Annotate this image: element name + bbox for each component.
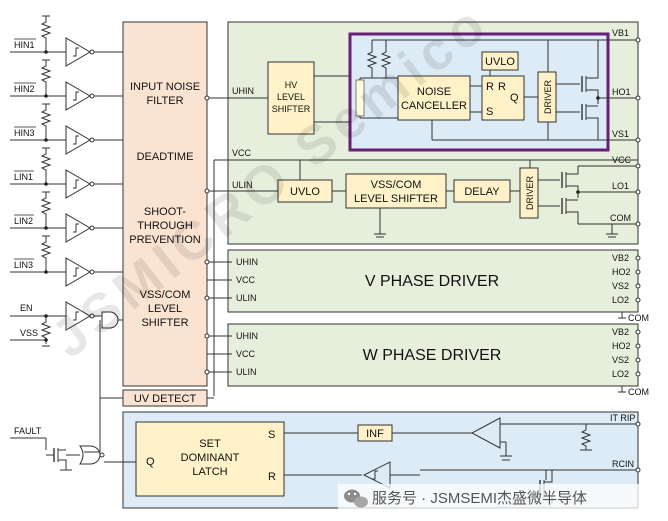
w-vs2-label: VS2	[612, 355, 629, 365]
v-com-label: COM	[628, 313, 649, 323]
input-noise-label-1: INPUT NOISE	[130, 81, 200, 93]
u-ulin-label: ULIN	[232, 180, 253, 190]
noise-canceller-label-2: CANCELLER	[401, 100, 467, 112]
driver-high-label: DRIVER	[543, 80, 553, 115]
w-lo2-label: LO2	[612, 369, 629, 379]
pin-hin2-label: HIN2	[14, 84, 35, 94]
shoot-through-label-1: SHOOT-	[144, 206, 187, 218]
pin-lin2-label: LIN2	[14, 216, 33, 226]
uvlo-low-label: UVLO	[290, 186, 320, 198]
rcin-label: RCIN	[612, 459, 634, 469]
v-ulin-label: ULIN	[236, 293, 257, 303]
input-processing-block: INPUT NOISE FILTER DEADTIME SHOOT- THROU…	[122, 21, 208, 387]
set-label-1: SET	[199, 438, 221, 450]
vb1-label: VB1	[612, 28, 629, 38]
w-ho2-label: HO2	[612, 341, 631, 351]
hv-label-1: HV	[285, 80, 298, 90]
wechat-icon	[344, 489, 368, 508]
v-ho2-label: HO2	[612, 267, 631, 277]
low-side-mosfets	[538, 166, 580, 224]
v-uhin-label: UHIN	[236, 257, 258, 267]
w-ulin-label: ULIN	[236, 367, 257, 377]
fault-output: FAULT	[10, 426, 136, 471]
pin-en-label: EN	[20, 303, 33, 313]
shoot-through-label-2: THROUGH	[137, 220, 193, 232]
driver-low-label: DRIVER	[525, 176, 535, 211]
input-hin1: HIN1	[10, 15, 123, 67]
w-phase-block: W PHASE DRIVER UHIN VCC ULIN VB2 HO2 VS2…	[204, 323, 649, 397]
input-hin3: HIN3	[10, 103, 123, 155]
vss-com-label-3: SHIFTER	[141, 317, 188, 329]
v-phase-title: V PHASE DRIVER	[365, 273, 499, 290]
u-vcc-label: VCC	[232, 148, 252, 158]
w-uhin-label: UHIN	[236, 331, 258, 341]
level-shifter-label-2: LEVEL SHIFTER	[354, 193, 438, 205]
pin-lin3-label: LIN3	[14, 260, 33, 270]
input-en: EN VSS	[10, 301, 123, 347]
hv-label-2: LEVEL	[277, 92, 305, 102]
v-vs2-label: VS2	[612, 281, 629, 291]
pin-hin3-label: HIN3	[14, 128, 35, 138]
uv-detect-block: UV DETECT	[99, 320, 214, 452]
set-label-3: LATCH	[192, 466, 227, 478]
input-lin2: LIN2	[10, 191, 123, 243]
high-side-resistors	[355, 39, 620, 119]
set-label-2: DOMINANT	[181, 452, 240, 464]
v-vcc-label: VCC	[236, 275, 256, 285]
pin-vss-label: VSS	[20, 328, 38, 338]
itrip-label: IT RIP	[610, 413, 635, 423]
deadtime-label: DEADTIME	[137, 151, 194, 163]
vcc-out-label: VCC	[612, 155, 632, 165]
high-side-mosfets	[556, 40, 600, 140]
latch-r-input-label: R	[268, 471, 276, 483]
hv-label-3: SHIFTER	[272, 104, 311, 114]
uvlo-high-label: UVLO	[485, 56, 515, 68]
v-lo2-label: LO2	[612, 295, 629, 305]
shoot-through-label-3: PREVENTION	[129, 234, 201, 246]
vss-com-label-1: VSS/COM	[140, 289, 191, 301]
input-hin2: HIN2	[10, 59, 123, 111]
lo1-label: LO1	[612, 181, 629, 191]
pin-fault-label: FAULT	[14, 426, 42, 436]
v-phase-block: V PHASE DRIVER UHIN VCC ULIN VB2 HO2 VS2…	[204, 249, 649, 323]
input-noise-label-2: FILTER	[146, 95, 183, 107]
v-vb2-label: VB2	[612, 253, 629, 263]
pin-lin1-label: LIN1	[14, 172, 33, 182]
latch-q-label: Q	[510, 92, 519, 104]
input-lin3: LIN3	[10, 235, 123, 287]
ho1-label: HO1	[612, 87, 631, 97]
w-vcc-label: VCC	[236, 349, 256, 359]
vss-com-label-2: LEVEL	[148, 303, 182, 315]
latch-s-label: S	[486, 106, 493, 118]
delay-label: DELAY	[464, 186, 500, 198]
w-phase-title: W PHASE DRIVER	[363, 347, 502, 364]
latch-r2-label: R	[498, 81, 506, 93]
level-shifter-label-1: VSS/COM	[371, 179, 422, 191]
inf-label: INF	[366, 428, 384, 440]
latch-r1-label: R	[486, 81, 494, 93]
footer-wechat: 服务号 · JSMSEMI杰盛微半导体	[338, 484, 642, 512]
vs1-label: VS1	[612, 129, 629, 139]
input-channels: HIN1 HIN2 HIN3	[10, 15, 123, 347]
u-uhin-label: UHIN	[232, 86, 254, 96]
noise-canceller-label-1: NOISE	[417, 86, 451, 98]
pin-hin1-label: HIN1	[14, 40, 35, 50]
footer-wechat-text: 服务号 · JSMSEMI杰盛微半导体	[372, 490, 587, 507]
latch-s-input-label: S	[268, 429, 275, 441]
latch-q-output-label: Q	[146, 456, 155, 468]
uv-detect-label: UV DETECT	[134, 393, 197, 405]
input-lin1: LIN1	[10, 147, 123, 199]
com-label: COM	[610, 213, 631, 223]
u-phase-block: UHIN ULIN VCC HV LEVEL SHIFTER NOISE CAN…	[204, 21, 641, 245]
w-vb2-label: VB2	[612, 327, 629, 337]
w-com-label: COM	[628, 387, 649, 397]
